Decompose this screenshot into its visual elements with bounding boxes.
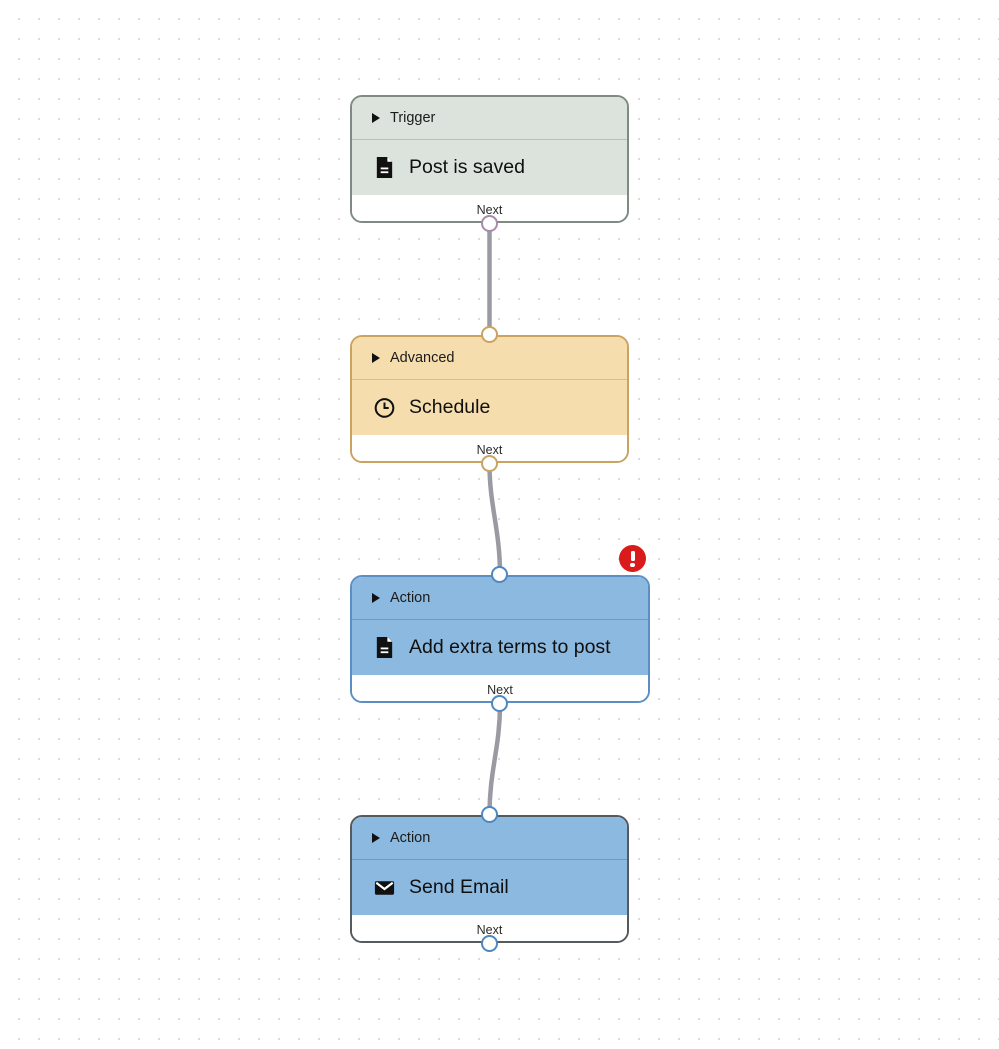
port-trigger-out[interactable] bbox=[481, 215, 498, 232]
chevron-right-icon[interactable] bbox=[372, 353, 380, 363]
node-action-add-extra-terms-to-post[interactable]: Action Add extra terms to post Next bbox=[350, 575, 650, 703]
node-footer-label: Next bbox=[476, 443, 503, 457]
node-action-send-email[interactable]: Action Send Email Next bbox=[350, 815, 629, 943]
chevron-right-icon[interactable] bbox=[372, 113, 380, 123]
node-footer-label: Next bbox=[476, 923, 503, 937]
node-body-advanced[interactable]: Schedule bbox=[352, 379, 627, 435]
clock-icon bbox=[372, 396, 396, 420]
node-footer-label: Next bbox=[487, 683, 513, 697]
node-body-trigger[interactable]: Post is saved bbox=[352, 139, 627, 195]
envelope-icon bbox=[372, 876, 396, 900]
node-header-trigger[interactable]: Trigger bbox=[352, 97, 627, 139]
node-header-action[interactable]: Action bbox=[352, 817, 627, 859]
edge-advanced-to-action-add-terms bbox=[487, 461, 503, 577]
node-title: Send Email bbox=[409, 876, 509, 898]
error-badge-icon[interactable] bbox=[619, 545, 646, 572]
exclamation-dot bbox=[630, 563, 635, 568]
node-body-action[interactable]: Send Email bbox=[352, 859, 627, 915]
node-header-advanced[interactable]: Advanced bbox=[352, 337, 627, 379]
node-header-label: Advanced bbox=[390, 350, 455, 366]
node-title: Add extra terms to post bbox=[409, 636, 611, 658]
port-action-send-email-out[interactable] bbox=[481, 935, 498, 952]
node-body-action[interactable]: Add extra terms to post bbox=[352, 619, 648, 675]
port-advanced-out[interactable] bbox=[481, 455, 498, 472]
node-header-label: Trigger bbox=[390, 110, 436, 126]
port-action-add-terms-out[interactable] bbox=[491, 695, 508, 712]
port-action-add-terms-in[interactable] bbox=[491, 566, 508, 583]
edge-action-add-terms-to-send-email bbox=[487, 701, 503, 817]
chevron-right-icon[interactable] bbox=[372, 593, 380, 603]
node-title: Schedule bbox=[409, 396, 491, 418]
node-header-action[interactable]: Action bbox=[352, 577, 648, 619]
port-advanced-in[interactable] bbox=[481, 326, 498, 343]
node-header-label: Action bbox=[390, 830, 431, 846]
node-advanced-schedule[interactable]: Advanced Schedule Next bbox=[350, 335, 629, 463]
node-title: Post is saved bbox=[409, 156, 525, 178]
node-trigger-post-is-saved[interactable]: Trigger Post is saved Next bbox=[350, 95, 629, 223]
document-icon bbox=[372, 636, 396, 660]
port-action-send-email-in[interactable] bbox=[481, 806, 498, 823]
exclamation-stem bbox=[630, 551, 635, 561]
node-header-label: Action bbox=[390, 590, 431, 606]
document-icon bbox=[372, 156, 396, 180]
node-footer-label: Next bbox=[476, 203, 503, 217]
chevron-right-icon[interactable] bbox=[372, 833, 380, 843]
